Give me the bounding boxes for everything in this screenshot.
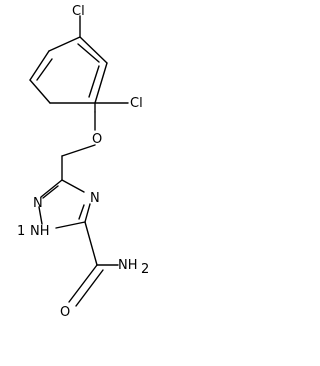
bond-carbonyl-o <box>68 264 98 303</box>
bond-tz-c3-n2 <box>40 179 63 198</box>
triazole-ring <box>38 179 91 229</box>
atom-cl-top: Cl <box>72 4 85 19</box>
bond-ring-c3-c4 <box>29 79 51 104</box>
bond-ring-c5-c6-inner <box>88 65 100 98</box>
atom-nh-triazole-locant: 1 <box>17 224 25 239</box>
bond-ring-c1-c2 <box>48 36 81 52</box>
bond-tz-n1-c5 <box>55 221 86 229</box>
atom-o-ether: O <box>92 132 102 147</box>
bond-tz-n4-c3 <box>61 179 85 193</box>
bond-c5-carbonyl <box>84 221 98 266</box>
atom-n-triazole-2: N <box>33 196 43 211</box>
bond-tz-c5-n4 <box>84 203 91 223</box>
bond-tz-n2-n1 <box>38 206 43 225</box>
atom-nh2-amide: NH <box>118 258 138 273</box>
atom-nh-triazole: NH <box>30 224 50 239</box>
bond-ring-c6-c1 <box>79 36 108 64</box>
bond-carbonyl-o-double <box>75 269 104 307</box>
atom-n-triazole-4: N <box>90 191 100 206</box>
molecule-structure: Cl Cl O N N 1 NH NH 2 O <box>17 4 149 320</box>
atom-cl-right: Cl <box>130 96 143 111</box>
bond-o-ch2 <box>61 144 96 157</box>
atom-o-carbonyl: O <box>60 305 70 320</box>
benzene-ring <box>29 36 108 104</box>
bond-ring-c5-c6 <box>94 62 108 104</box>
bond-tz-c5-n4-inner <box>78 204 85 220</box>
atom-nh2-subscript: 2 <box>141 262 149 277</box>
bond-ring-c6-c1-inner <box>77 43 100 63</box>
bond-ring-c2-c3 <box>29 50 50 81</box>
bond-tz-c3-n2-inner <box>42 185 59 199</box>
bond-ring-c2-c3-inner <box>36 58 53 81</box>
